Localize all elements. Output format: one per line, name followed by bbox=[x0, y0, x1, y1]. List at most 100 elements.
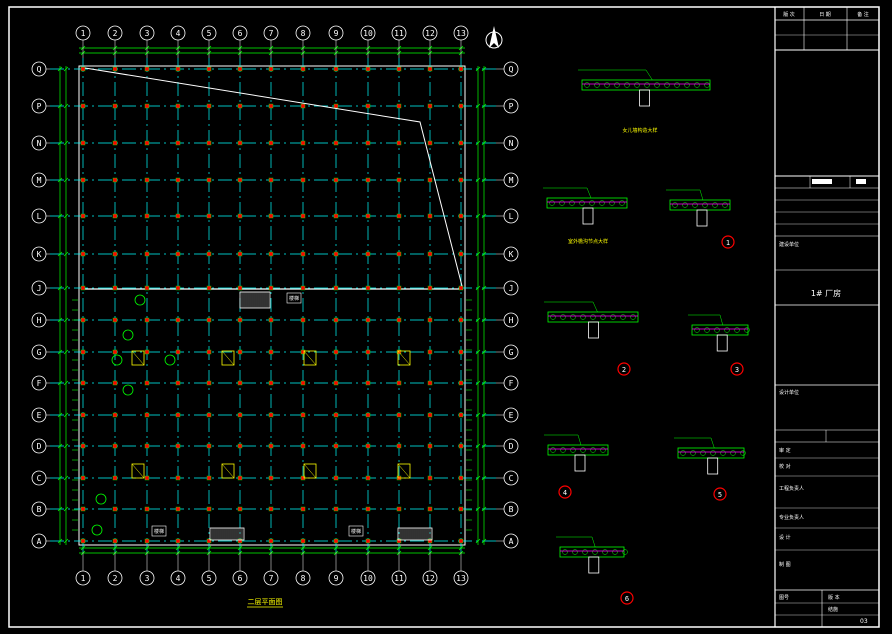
axis-bubble-label: 13 bbox=[456, 29, 466, 38]
floor-opening-cross bbox=[397, 463, 411, 479]
detail-marker-circle-3 bbox=[730, 362, 744, 376]
axis-bubble-label: 11 bbox=[394, 29, 404, 38]
column bbox=[458, 506, 464, 512]
axis-bubble-label: D bbox=[509, 442, 514, 451]
column bbox=[333, 317, 339, 323]
hollow-core bbox=[619, 200, 625, 206]
axis-bubble-left-N: N bbox=[31, 135, 47, 151]
column bbox=[333, 251, 339, 257]
column bbox=[80, 475, 86, 481]
axis-bubble-left-D: D bbox=[31, 438, 47, 454]
axis-bubble-bottom-10: 10 bbox=[360, 570, 376, 586]
column bbox=[237, 285, 243, 291]
column bbox=[237, 412, 243, 418]
leader-line bbox=[699, 189, 704, 201]
roof-detail-title: 女儿墙构造大样 bbox=[622, 127, 657, 134]
column bbox=[396, 177, 402, 183]
detail-2 bbox=[544, 301, 639, 339]
dim-tick bbox=[57, 213, 63, 219]
dim-tick bbox=[63, 538, 69, 544]
column bbox=[175, 285, 181, 291]
column bbox=[396, 317, 402, 323]
column bbox=[206, 443, 212, 449]
detail-marker-label-4: 4 bbox=[563, 489, 567, 497]
column bbox=[237, 140, 243, 146]
hollow-core bbox=[582, 549, 588, 555]
eave-detail-title: 室外檐沟节点大样 bbox=[568, 238, 608, 245]
title-block: 版 次 日 期 备 注 建设单位 1# 厂房 设计单位 审 定 校 对 工程负责… bbox=[774, 7, 879, 627]
dim-tick bbox=[475, 443, 481, 449]
dim-tick bbox=[475, 285, 481, 291]
hollow-core bbox=[672, 202, 678, 208]
axis-bubble-label: 7 bbox=[269, 574, 274, 583]
hollow-core bbox=[604, 82, 610, 88]
column bbox=[396, 213, 402, 219]
hollow-core bbox=[594, 82, 600, 88]
tb-row-design: 设 计 bbox=[779, 534, 791, 541]
axis-bubble-bottom-9: 9 bbox=[328, 570, 344, 586]
column bbox=[112, 443, 118, 449]
hollow-core bbox=[680, 450, 686, 456]
dim-tick bbox=[268, 545, 274, 551]
column bbox=[144, 285, 150, 291]
axis-bubble-bottom-8: 8 bbox=[295, 570, 311, 586]
column bbox=[458, 412, 464, 418]
floor-opening-2 bbox=[303, 350, 317, 366]
hollow-core bbox=[692, 202, 698, 208]
column bbox=[268, 103, 274, 109]
axis-bubble-top-3: 3 bbox=[139, 25, 155, 41]
dim-tick bbox=[63, 412, 69, 418]
column bbox=[333, 538, 339, 544]
column bbox=[175, 506, 181, 512]
callout-circle-6 bbox=[91, 524, 103, 536]
dim-tick bbox=[481, 177, 487, 183]
hollow-core bbox=[634, 82, 640, 88]
dim-tick bbox=[475, 317, 481, 323]
column bbox=[80, 380, 86, 386]
dim-tick bbox=[475, 251, 481, 257]
axis-bubble-label: L bbox=[37, 212, 42, 221]
hollow-core bbox=[722, 202, 728, 208]
column bbox=[112, 251, 118, 257]
dim-tick bbox=[333, 545, 339, 551]
hollow-core bbox=[549, 200, 555, 206]
axis-bubble-left-B: B bbox=[31, 501, 47, 517]
axis-bubble-bottom-6: 6 bbox=[232, 570, 248, 586]
column bbox=[365, 506, 371, 512]
beam bbox=[588, 556, 600, 574]
detail-1 bbox=[666, 189, 731, 227]
project-name: 1# 厂房 bbox=[811, 288, 841, 298]
column bbox=[268, 285, 274, 291]
axis-bubble-label: G bbox=[509, 348, 514, 357]
tb-footer-cell-3: 结施 bbox=[828, 606, 838, 613]
axis-bubble-label: 8 bbox=[301, 29, 306, 38]
detail-6 bbox=[556, 536, 628, 574]
dim-tick bbox=[57, 66, 63, 72]
column bbox=[144, 443, 150, 449]
axis-bubble-label: 5 bbox=[207, 29, 212, 38]
axis-bubble-label: J bbox=[37, 284, 42, 293]
dim-tick bbox=[57, 443, 63, 449]
column bbox=[206, 103, 212, 109]
dim-tick bbox=[57, 177, 63, 183]
axis-bubble-label: Q bbox=[37, 65, 42, 74]
axis-bubble-label: 12 bbox=[425, 29, 435, 38]
hollow-core bbox=[599, 200, 605, 206]
north-arrow-icon bbox=[485, 26, 503, 49]
hollow-core bbox=[720, 450, 726, 456]
column bbox=[144, 538, 150, 544]
floor-opening-cross bbox=[303, 463, 317, 479]
stair-outline bbox=[209, 527, 245, 541]
axis-bubble-label: N bbox=[37, 139, 42, 148]
dim-tick bbox=[475, 177, 481, 183]
column bbox=[112, 285, 118, 291]
column bbox=[458, 103, 464, 109]
detail-marker-label-1: 1 bbox=[726, 239, 730, 247]
dim-tick bbox=[475, 412, 481, 418]
axis-bubble-right-L: L bbox=[503, 208, 519, 224]
hollow-core bbox=[589, 200, 595, 206]
column bbox=[80, 506, 86, 512]
column bbox=[333, 213, 339, 219]
column bbox=[268, 66, 274, 72]
dim-tick bbox=[481, 285, 487, 291]
